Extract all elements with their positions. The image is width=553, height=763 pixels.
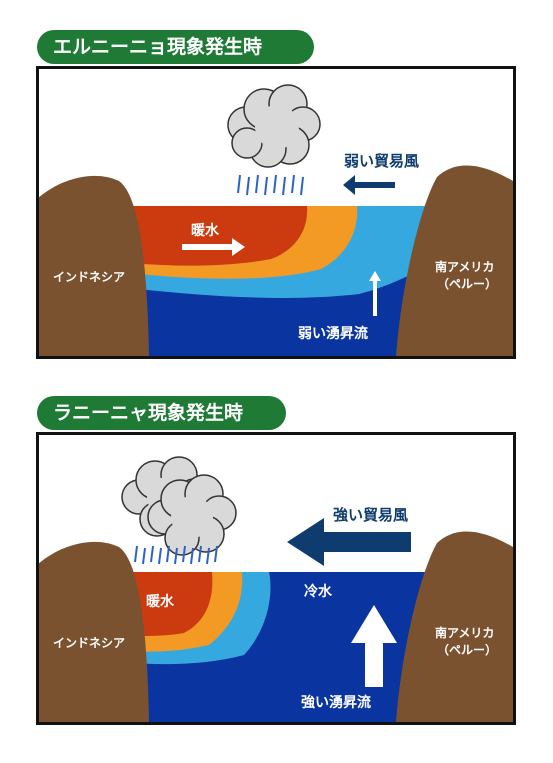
south-america-land <box>396 165 513 356</box>
warm-water-label: 暖水 <box>191 222 220 239</box>
cloud-icon <box>147 474 237 556</box>
wind-arrow-icon <box>343 175 395 195</box>
current-arrow-icon <box>182 238 245 256</box>
rain-icon <box>237 174 304 196</box>
upwelling-arrow-icon <box>351 605 397 687</box>
peru-label: （ペルー） <box>437 276 497 291</box>
la-nina-panel: 強い貿易風 暖水 冷水 強い湧昇流 インドネシア 南アメリカ （ペルー） <box>36 432 516 725</box>
warm-water-label: 暖水 <box>146 593 175 610</box>
upwelling-arrow-icon <box>369 271 381 316</box>
peru-label: （ペルー） <box>437 642 497 657</box>
trade-wind-label: 強い貿易風 <box>333 506 408 524</box>
la-nina-title: ラニーニャ現象発生時 <box>37 396 286 430</box>
wind-arrow-icon <box>287 518 411 566</box>
indonesia-land <box>39 541 149 722</box>
el-nino-title: エルニーニョ現象発生時 <box>37 30 314 64</box>
el-nino-diagram: 弱い貿易風 暖水 弱い湧昇流 インドネシア 南アメリカ （ペルー） <box>39 84 513 356</box>
la-nina-diagram: 強い貿易風 暖水 冷水 強い湧昇流 インドネシア 南アメリカ （ペルー） <box>39 456 513 722</box>
el-nino-panel: 弱い貿易風 暖水 弱い湧昇流 インドネシア 南アメリカ （ペルー） <box>36 66 516 359</box>
south-america-label: 南アメリカ <box>435 625 494 640</box>
cold-water-label: 冷水 <box>304 583 333 600</box>
rain-icon <box>134 545 218 565</box>
indonesia-label: インドネシア <box>53 636 125 650</box>
indonesia-land <box>39 175 149 356</box>
south-america-land <box>396 531 513 722</box>
upwelling-label: 弱い湧昇流 <box>298 325 368 342</box>
indonesia-label: インドネシア <box>53 270 125 284</box>
south-america-label: 南アメリカ <box>435 259 494 274</box>
upwelling-label: 強い湧昇流 <box>301 694 371 711</box>
trade-wind-label: 弱い貿易風 <box>344 152 419 170</box>
cloud-icon <box>227 84 321 168</box>
